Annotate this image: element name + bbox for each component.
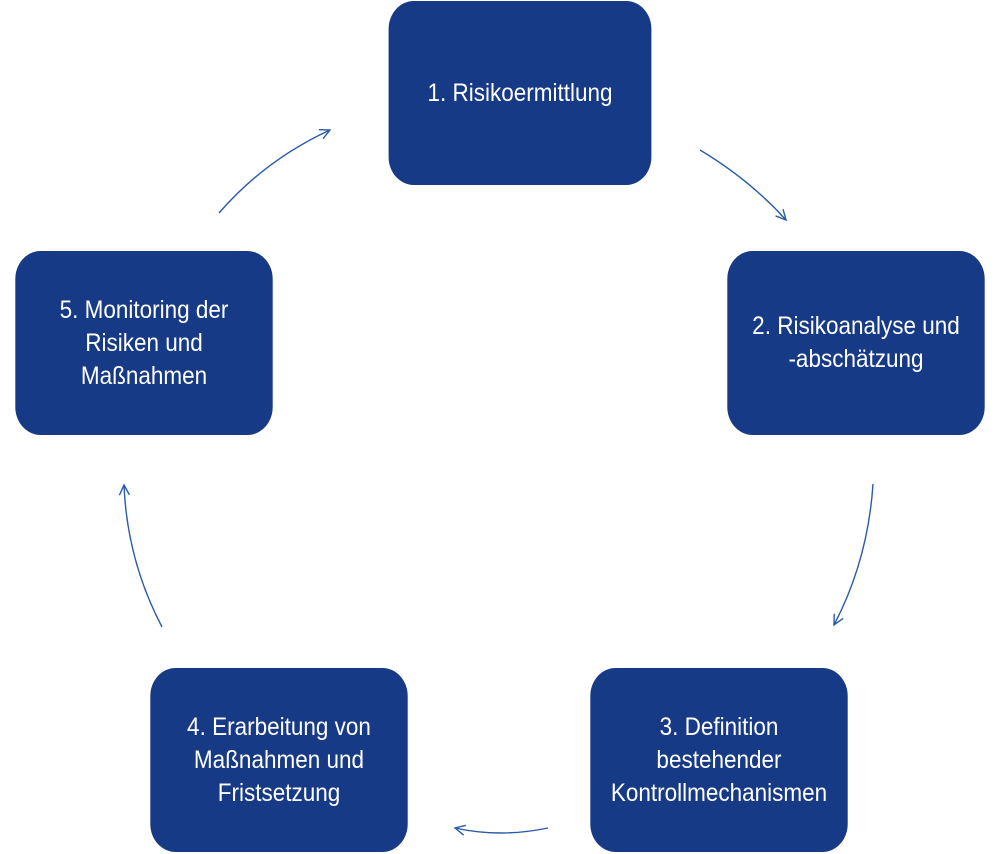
step-box-risk-analysis: 2. Risikoanalyse und -abschätzung <box>727 251 985 435</box>
arrow-step4-to-step5 <box>118 483 163 628</box>
arrow-step2-to-step3 <box>833 483 874 627</box>
step-label: 5. Monitoring der Risiken und Maßnahmen <box>59 295 229 390</box>
step-box-measures: 4. Erarbeitung von Maßnahmen und Fristse… <box>150 668 408 852</box>
step-box-control-mechanisms: 3. Definition bestehender Kontrollmechan… <box>590 668 848 852</box>
step-label: 4. Erarbeitung von Maßnahmen und Fristse… <box>187 712 371 807</box>
step-label: 2. Risikoanalyse und -abschätzung <box>752 312 960 373</box>
arrow-step3-to-step4 <box>453 824 549 836</box>
step-label: 3. Definition bestehender Kontrollmechan… <box>610 712 828 807</box>
arrow-step5-to-step1 <box>218 128 332 214</box>
step-box-risk-identification: 1. Risikoermittlung <box>388 1 652 185</box>
step-box-monitoring: 5. Monitoring der Risiken und Maßnahmen <box>15 251 273 435</box>
step-label: 1. Risikoermittlung <box>427 78 613 107</box>
arrow-step1-to-step2 <box>699 149 788 222</box>
